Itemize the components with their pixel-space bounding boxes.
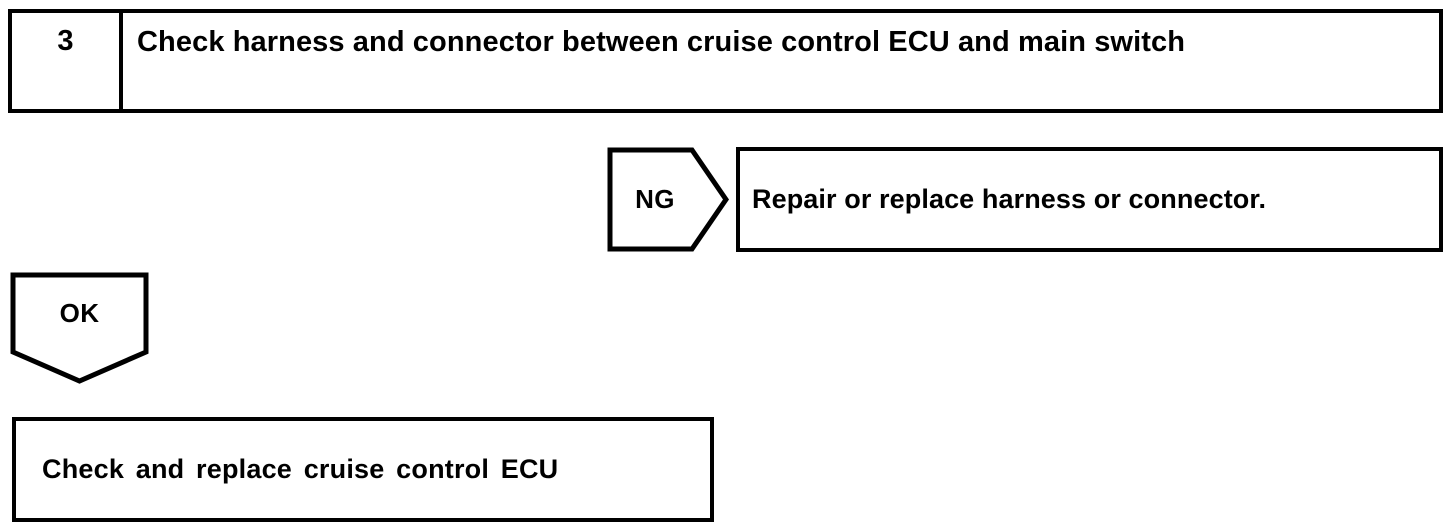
step-title: Check harness and connector between crui… bbox=[137, 26, 1186, 58]
step-number-cell: 3 bbox=[12, 13, 123, 109]
ok-result-text: Check and replace cruise control ECU bbox=[42, 454, 559, 484]
ng-arrow-icon bbox=[607, 147, 729, 252]
ng-result-text: Repair or replace harness or connector. bbox=[752, 184, 1267, 214]
step-row: 3 Check harness and connector between cr… bbox=[8, 9, 1443, 113]
step-number: 3 bbox=[57, 25, 74, 57]
ok-result-box: Check and replace cruise control ECU bbox=[12, 417, 714, 522]
ng-branch-label: NG bbox=[635, 184, 675, 214]
ng-result-box: Repair or replace harness or connector. bbox=[736, 147, 1443, 252]
step-title-cell: Check harness and connector between crui… bbox=[123, 13, 1439, 109]
ok-arrow-icon bbox=[10, 272, 149, 384]
ok-branch-label: OK bbox=[59, 297, 100, 328]
